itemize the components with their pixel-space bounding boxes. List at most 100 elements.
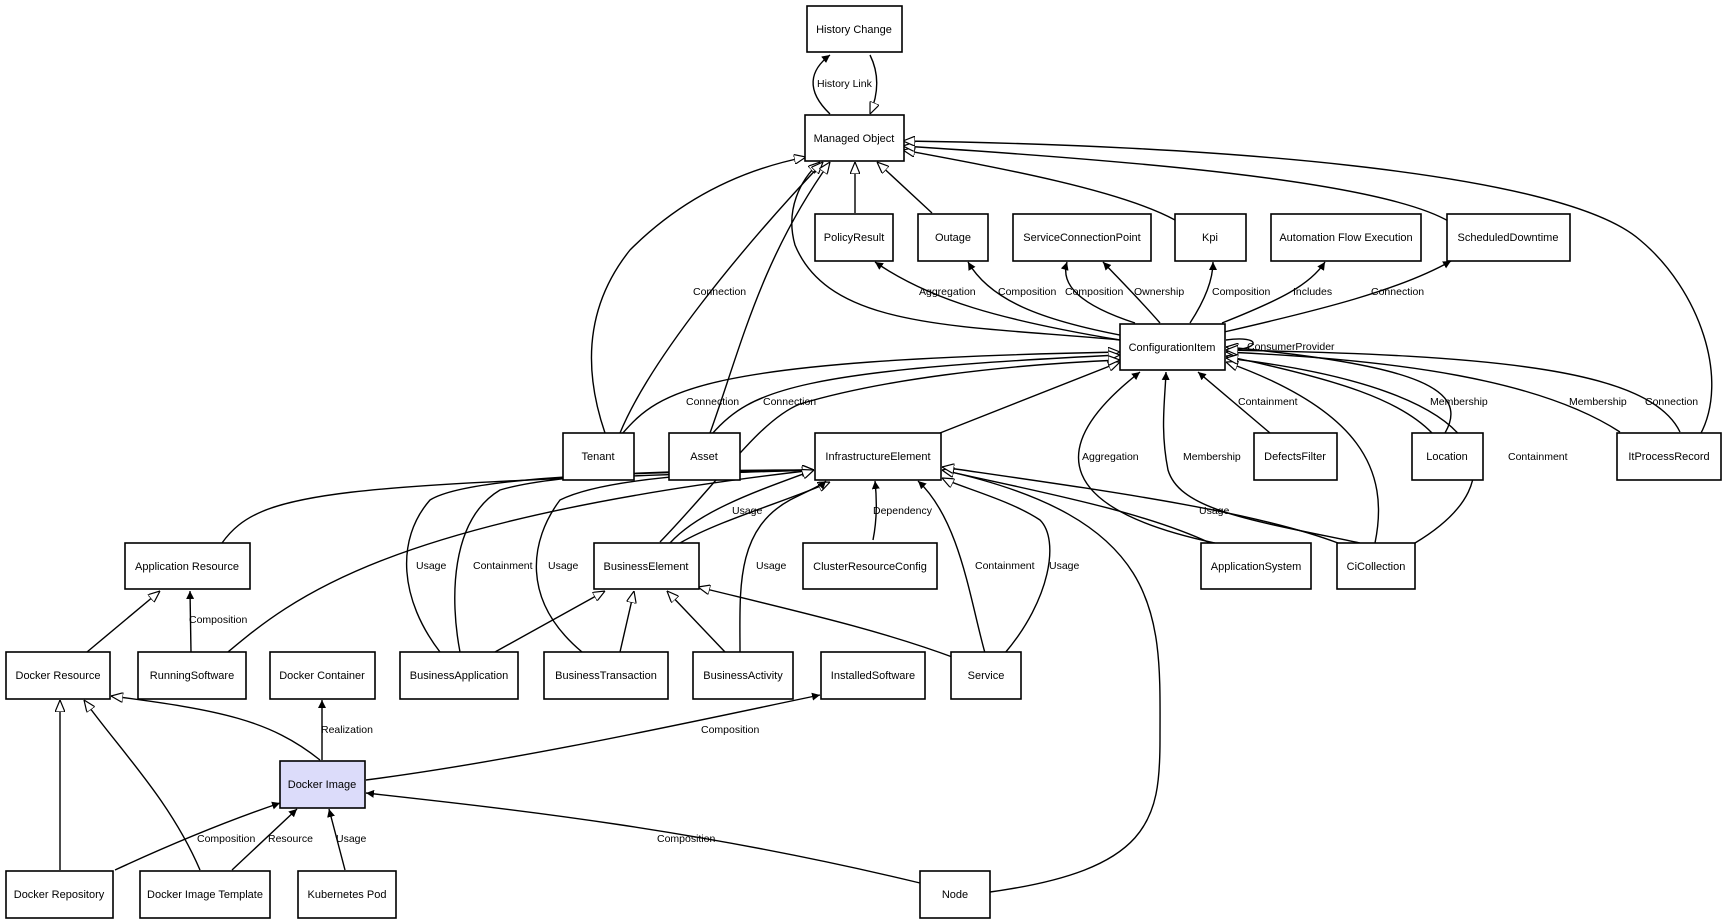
node-kubernetes-pod-label: Kubernetes Pod [308,889,387,901]
node-business-element-label: BusinessElement [604,561,689,573]
node-tenant-label: Tenant [581,451,614,463]
edge-kpi-to-managed-object [903,150,1176,221]
edge-label-bact-ie-usage: Usage [756,560,787,572]
node-defects-filter[interactable]: DefectsFilter [1253,432,1338,481]
node-location-label: Location [1426,451,1468,463]
node-managed-object[interactable]: Managed Object [804,114,905,162]
edge-configurationitem-to-managed-object [791,162,1121,341]
edge-service-to-businesselement [698,587,956,659]
node-business-transaction[interactable]: BusinessTransaction [543,651,669,700]
node-history-change[interactable]: History Change [806,5,903,53]
node-installed-software-label: InstalledSoftware [831,670,915,682]
node-node[interactable]: Node [919,870,991,919]
node-business-element[interactable]: BusinessElement [593,542,700,590]
edge-cicollection-to-ci [1226,362,1380,544]
node-running-software-label: RunningSoftware [150,670,234,682]
edge-runningsoftware-composition-appresource [186,590,195,653]
node-automation-flow-execution[interactable]: Automation Flow Execution [1270,213,1422,262]
node-outage-label: Outage [935,232,971,244]
node-policy-result-label: PolicyResult [824,232,885,244]
edge-service-usage-ie [942,478,1051,654]
node-application-resource[interactable]: Application Resource [124,542,251,590]
edge-location-membership-ci [1226,347,1452,434]
edge-label-btx-ie-usage: Usage [548,560,579,572]
edge-infrastructureelement-to-ci [939,362,1120,434]
node-docker-repository-label: Docker Repository [14,889,105,901]
node-running-software[interactable]: RunningSoftware [137,651,247,700]
edge-label-ci-policy-aggregation: Aggregation [919,286,976,298]
node-docker-image-label: Docker Image [288,779,356,791]
edge-dockerimage-to-dockerresource [111,696,321,761]
node-ci-collection[interactable]: CiCollection [1336,542,1416,590]
node-infrastructure-element[interactable]: InfrastructureElement [814,432,942,481]
node-service[interactable]: Service [950,651,1022,700]
edge-label-node-di-composition: Composition [657,833,716,845]
edge-businesstransaction-to-businesselement [619,591,634,653]
edge-label-di-dc-realization: Realization [321,724,373,736]
edge-ci-includes-automation-flow [1221,261,1326,324]
node-infrastructure-element-label: InfrastructureElement [825,451,930,463]
edge-label-service-ie-usage: Usage [1049,560,1080,572]
node-configuration-item[interactable]: ConfigurationItem [1119,323,1226,371]
node-application-system[interactable]: ApplicationSystem [1200,542,1312,590]
edge-node-composition-dockerimage [365,789,921,884]
node-business-application[interactable]: BusinessApplication [399,651,519,700]
node-defects-filter-label: DefectsFilter [1264,451,1326,463]
edge-scheduleddowntime-to-managed-object [903,146,1451,223]
edge-label-dit-di-resource: Resource [268,833,313,845]
node-policy-result[interactable]: PolicyResult [814,213,894,262]
edge-tenant-to-managed-object [590,157,806,434]
edge-defectsfilter-containment-ci [1197,371,1271,434]
node-service-connection-point-label: ServiceConnectionPoint [1023,232,1140,244]
node-docker-image[interactable]: Docker Image [279,760,366,809]
edge-kubernetespod-usage-dockerimage [327,808,346,871]
edge-label-history-link: History Link [817,78,873,90]
edge-ci-composition-scp [1060,261,1136,324]
edge-node-to-ie [942,470,1161,893]
edge-label-crc-ie-dependency: Dependency [873,505,933,517]
edge-dockerimagetemplate-resource-dockerimage [231,808,298,871]
node-business-application-label: BusinessApplication [410,670,508,682]
edge-label-tenant-mo-connection: Connection [693,286,746,298]
node-kpi[interactable]: Kpi [1174,213,1247,262]
edge-location-ci [1226,356,1433,434]
node-asset[interactable]: Asset [668,432,741,481]
edge-clusterresourceconfig-dependency-ie [871,480,880,541]
node-cluster-resource-config[interactable]: ClusterResourceConfig [802,542,938,590]
edge-asset-to-managed-object [709,162,830,434]
node-outage[interactable]: Outage [917,213,989,262]
edge-label-cicoll-ie-usage: Usage [1199,505,1230,517]
edge-tenant-connection-ci [621,352,1120,435]
edge-label-itpr-ci-membership: Membership [1569,396,1627,408]
edge-label-ci-outage-composition: Composition [998,286,1057,298]
edge-cicollection-membership-ci [1161,371,1361,544]
node-docker-image-template[interactable]: Docker Image Template [139,870,271,919]
node-location[interactable]: Location [1411,432,1484,481]
node-business-activity[interactable]: BusinessActivity [692,651,794,700]
node-scheduled-downtime[interactable]: ScheduledDowntime [1446,213,1571,262]
edge-label-ci-kpi-composition: Composition [1212,286,1271,298]
edge-history-change-generalizes-managed-object [869,54,877,114]
node-tenant[interactable]: Tenant [562,432,635,481]
node-service-connection-point[interactable]: ServiceConnectionPoint [1012,213,1152,262]
node-node-label: Node [942,889,968,901]
edge-label-cicoll-ci-membership: Membership [1183,451,1241,463]
edge-itprocessrecord-membership-ci [1226,352,1621,433]
edge-history-link-to-history-change [812,54,831,115]
node-business-transaction-label: BusinessTransaction [555,670,657,682]
node-installed-software[interactable]: InstalledSoftware [820,651,926,700]
node-it-process-record[interactable]: ItProcessRecord [1616,432,1722,481]
node-docker-container[interactable]: Docker Container [269,651,376,700]
node-docker-resource[interactable]: Docker Resource [5,651,111,700]
node-kubernetes-pod[interactable]: Kubernetes Pod [297,870,397,919]
edge-label-service-ie-containment: Containment [975,560,1035,572]
node-business-activity-label: BusinessActivity [703,670,783,682]
edge-label-asset-ci-connection: Connection [763,396,816,408]
edge-label-cicoll-ci-containment: Containment [1508,451,1568,463]
edge-dockerresource-to-appresource [86,591,160,653]
node-ci-collection-label: CiCollection [1347,561,1406,573]
edge-label-di-is-composition: Composition [701,724,760,736]
node-managed-object-label: Managed Object [814,133,895,145]
node-docker-repository[interactable]: Docker Repository [5,870,114,919]
